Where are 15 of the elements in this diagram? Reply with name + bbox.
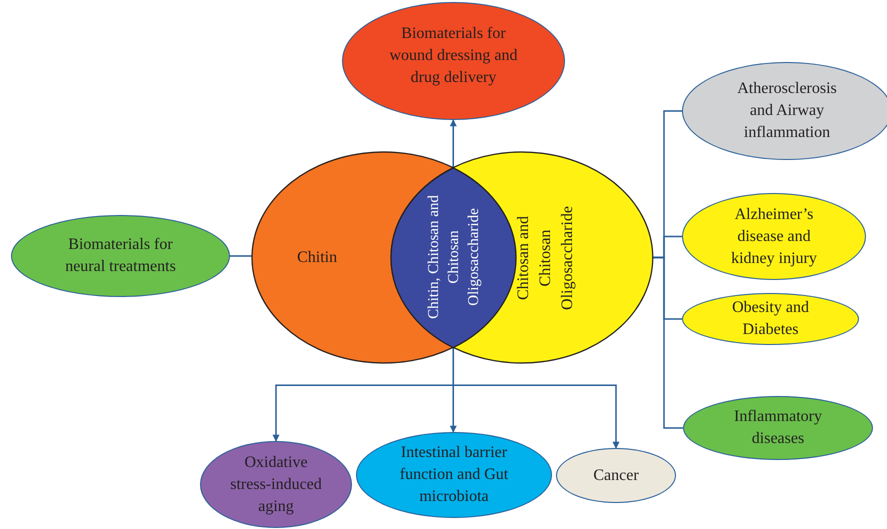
node-text: Chitin, Chitosan and Chitosan Oligosaccharide bbox=[424, 194, 482, 322]
node-text: Biomaterials for wound dressing and drug delivery bbox=[388, 24, 518, 88]
node-text: Oxidative stress-induced aging bbox=[229, 452, 323, 516]
node-text: Cancer bbox=[593, 466, 639, 486]
node-text: Inflammatory diseases bbox=[733, 407, 823, 449]
node-text: Chitin bbox=[297, 248, 338, 268]
node-text: Atherosclerosis and Airway inflammation bbox=[736, 79, 838, 143]
node-text: Alzheimer’s disease and kidney injury bbox=[730, 204, 818, 268]
node-text: Obesity and Diabetes bbox=[731, 298, 810, 340]
node-text: Chitosan and Chitosan Oligosaccharide bbox=[514, 204, 577, 312]
node-text: Intestinal barrier function and Gut microbiota bbox=[398, 443, 510, 507]
arrow bbox=[450, 119, 457, 168]
connector-line bbox=[230, 255, 252, 257]
connector-line bbox=[653, 256, 683, 429]
node-text: Biomaterials for neural treatments bbox=[64, 235, 177, 277]
